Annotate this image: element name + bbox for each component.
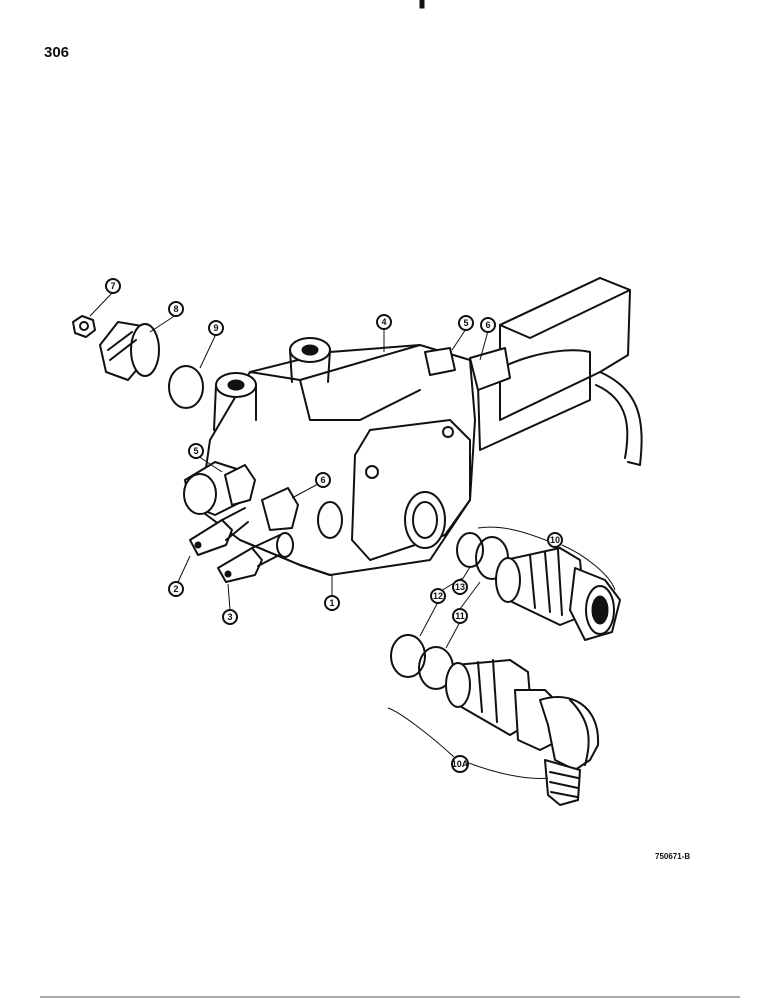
svg-text:5: 5	[463, 318, 468, 328]
callout-13: 13	[452, 566, 471, 595]
callout-5-left: 5	[188, 443, 223, 473]
svg-text:9: 9	[213, 323, 218, 333]
callout-6-left: 6	[291, 472, 331, 499]
svg-text:11: 11	[455, 611, 465, 621]
callout-10a: 10A	[387, 707, 549, 779]
part-8-plug	[99, 321, 160, 381]
callout-2: 2	[168, 555, 191, 597]
callout-6-top: 6	[479, 317, 496, 361]
callout-10: 10	[477, 526, 616, 591]
solenoid-wire	[599, 371, 643, 466]
svg-text:13: 13	[455, 582, 465, 592]
svg-text:10: 10	[550, 535, 560, 545]
svg-text:7: 7	[110, 281, 115, 291]
callout-9: 9	[199, 320, 224, 369]
callout-12: 12	[419, 577, 463, 637]
figure-code: 750671-B	[655, 852, 691, 861]
svg-text:12: 12	[433, 591, 443, 601]
part-10-straight-fitting	[495, 547, 621, 641]
callout-3: 3	[222, 583, 238, 625]
svg-text:5: 5	[193, 446, 198, 456]
svg-text:3: 3	[227, 612, 232, 622]
svg-text:10A: 10A	[452, 759, 469, 769]
svg-text:8: 8	[173, 304, 178, 314]
svg-text:6: 6	[485, 320, 490, 330]
svg-text:1: 1	[329, 598, 334, 608]
callout-1: 1	[324, 575, 340, 611]
part-9-o-ring	[168, 365, 204, 409]
part-1-valve-body	[183, 277, 631, 576]
part-3-spool-lever	[217, 532, 294, 583]
svg-text:4: 4	[381, 317, 386, 327]
svg-text:2: 2	[173, 584, 178, 594]
callout-8: 8	[149, 301, 184, 333]
part-7-nut	[72, 315, 96, 338]
callout-11: 11	[445, 581, 481, 649]
svg-text:6: 6	[320, 475, 325, 485]
part-13-o-ring	[456, 532, 484, 568]
callout-4: 4	[376, 314, 392, 352]
callout-5-top: 5	[451, 315, 474, 351]
part-2-spool-lever	[189, 507, 249, 556]
callout-7: 7	[89, 278, 121, 317]
scan-mark-top	[419, 0, 425, 9]
part-10a-elbow-fitting	[445, 659, 600, 806]
page-number: 306	[44, 44, 70, 61]
part-12-o-ring	[390, 634, 426, 678]
